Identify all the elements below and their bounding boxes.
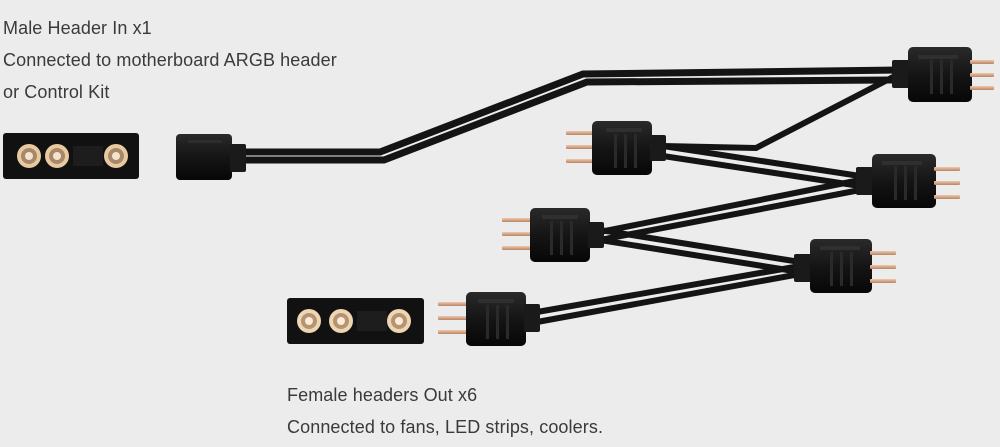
input-caption-title: Male Header In x1 [3,18,152,38]
input-caption-description-2: or Control Kit [3,82,110,102]
female-connector-2 [566,121,666,175]
cable-wires [240,66,899,325]
pin-hole-1 [297,309,321,333]
pin-hole-3 [104,144,128,168]
female-connector-5 [794,239,896,293]
output-caption-title: Female headers Out x6 [287,385,478,405]
female-header-pin-face [287,298,424,344]
pin-hole-3 [387,309,411,333]
female-connector-6 [438,292,540,346]
male-input-connector [176,134,246,180]
female-connector-3 [856,154,960,208]
input-caption-description: Connected to motherboard ARGB header [3,50,337,70]
output-caption-description: Connected to fans, LED strips, coolers. [287,417,604,437]
pin-hole-2 [329,309,353,333]
pin-hole-2 [45,144,69,168]
output-caption: Female headers Out x6 Connected to fans,… [287,381,603,445]
female-connector-4 [502,208,604,262]
pin-hole-1 [17,144,41,168]
female-connector-1 [892,47,994,102]
input-caption: Male Header In x1 Connected to motherboa… [3,14,337,110]
male-header-pin-face [3,133,139,179]
